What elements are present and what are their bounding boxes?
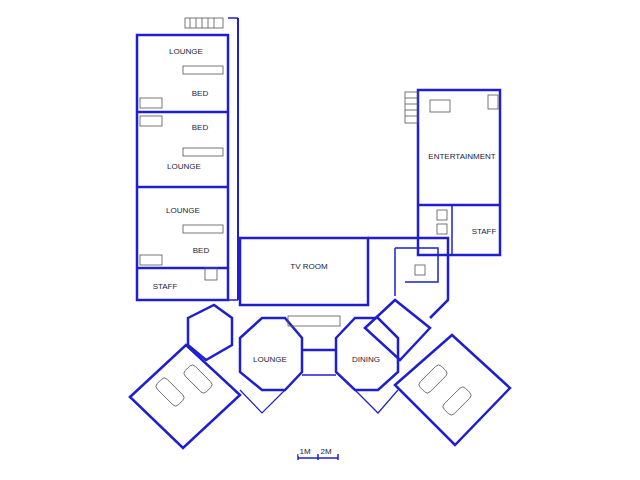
room-label: LOUNGE bbox=[165, 207, 201, 215]
room-label: TV ROOM bbox=[289, 263, 328, 271]
room-label: STAFF bbox=[152, 283, 179, 291]
room-label: BED bbox=[191, 124, 209, 132]
room-label: LOUNGE bbox=[168, 48, 204, 56]
room-label: BED bbox=[192, 247, 210, 255]
room-label: BED bbox=[191, 90, 209, 98]
room-label: STAFF bbox=[471, 228, 498, 236]
scale-label: 1M bbox=[298, 448, 311, 456]
room-label: DINING bbox=[351, 356, 381, 364]
room-label: LOUNGE bbox=[252, 356, 288, 364]
room-label: LOUNGE bbox=[166, 163, 202, 171]
room-label: ENTERTAINMENT bbox=[427, 153, 496, 161]
scale-label: 2M bbox=[319, 448, 332, 456]
